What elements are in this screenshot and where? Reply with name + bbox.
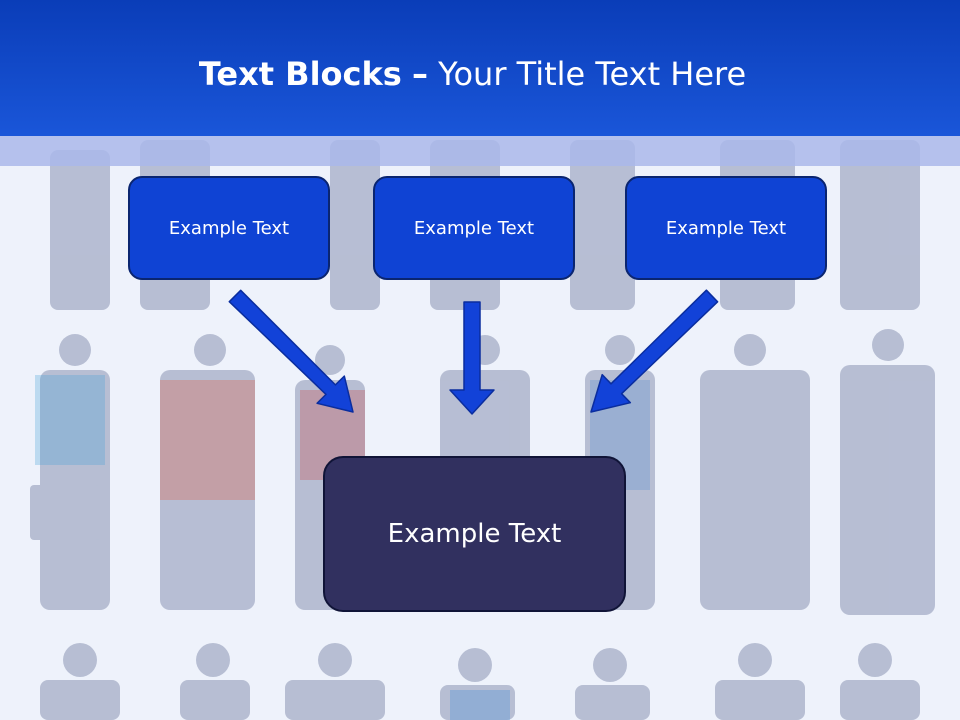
header-band	[0, 136, 960, 166]
main-text-block: Example Text	[323, 456, 626, 612]
text-block-2: Example Text	[373, 176, 575, 280]
text-block-1: Example Text	[128, 176, 330, 280]
text-block-3-label: Example Text	[665, 217, 787, 239]
text-block-3: Example Text	[625, 176, 827, 280]
title-header	[0, 0, 960, 136]
text-block-1-label: Example Text	[168, 217, 290, 239]
arrow-center	[449, 301, 495, 415]
arrow-right	[590, 289, 719, 413]
slide-title: Text Blocks – Your Title Text Here	[0, 52, 945, 96]
arrow-left	[228, 289, 354, 413]
main-text-block-label: Example Text	[387, 519, 562, 549]
title-dash: –	[411, 55, 428, 93]
title-bold: Text Blocks	[198, 55, 402, 93]
title-rest: Your Title Text Here	[438, 55, 747, 93]
text-block-2-label: Example Text	[413, 217, 535, 239]
